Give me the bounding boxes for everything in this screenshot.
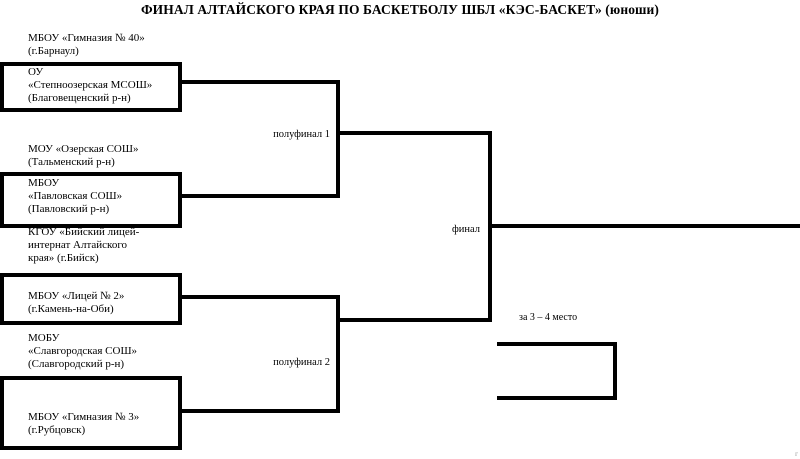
pair4-right-edge bbox=[178, 376, 182, 450]
pair2-bottom-line bbox=[0, 224, 182, 228]
round-label-semifinal-1: полуфинал 1 bbox=[273, 129, 330, 140]
page-title: ФИНАЛ АЛТАЙСКОГО КРАЯ ПО БАСКЕТБОЛУ ШБЛ … bbox=[140, 2, 660, 17]
third-place-bottom-line bbox=[497, 396, 617, 400]
pair1-left-edge bbox=[0, 62, 4, 112]
team-label-6: МБОУ «Лицей № 2» (г.Камень-на-Оби) bbox=[28, 290, 125, 316]
final-upper-feed bbox=[336, 131, 492, 135]
team-label-8: МБОУ «Гимназия № 3» (г.Рубцовск) bbox=[28, 411, 140, 437]
pair4-bottom-line bbox=[0, 446, 182, 450]
team-label-1: МБОУ «Гимназия № 40» (г.Барнаул) bbox=[28, 32, 145, 58]
round-label-third-place: за 3 – 4 место bbox=[519, 312, 578, 323]
semifinal1-join bbox=[336, 80, 340, 198]
final-lower-feed bbox=[336, 318, 492, 322]
semifinal1-lower-feed bbox=[178, 194, 340, 198]
pair4-top-line bbox=[0, 376, 182, 380]
team-label-7: МОБУ «Славгородская СОШ» (Славгородский … bbox=[28, 332, 138, 371]
third-place-top-line bbox=[497, 342, 617, 346]
pair4-left-edge bbox=[0, 376, 4, 450]
pair3-bottom-line bbox=[0, 321, 182, 325]
pair2-top-line bbox=[0, 172, 182, 176]
team-label-5: КГОУ «Бийский лицей- интернат Алтайского… bbox=[28, 226, 140, 265]
team-label-3: МОУ «Озерская СОШ» (Тальменский р-н) bbox=[28, 143, 139, 169]
corner-artifact: г bbox=[795, 450, 798, 458]
team-label-4: МБОУ «Павловская СОШ» (Павловский р-н) bbox=[28, 177, 123, 216]
round-label-final: финал bbox=[451, 224, 480, 235]
pair2-right-edge bbox=[178, 172, 182, 228]
semifinal2-upper-feed bbox=[178, 295, 340, 299]
pair3-top-line bbox=[0, 273, 182, 277]
pair1-top-line bbox=[0, 62, 182, 66]
semifinal1-upper-feed bbox=[178, 80, 340, 84]
pair1-bottom-line bbox=[0, 108, 182, 112]
pair2-left-edge bbox=[0, 172, 4, 228]
champion-output-line bbox=[488, 224, 800, 228]
semifinal2-lower-feed bbox=[178, 409, 340, 413]
semifinal2-join bbox=[336, 295, 340, 413]
team-label-2: ОУ «Степноозерская МСОШ» (Благовещенский… bbox=[28, 66, 153, 105]
pair3-right-edge bbox=[178, 273, 182, 325]
pair1-right-edge bbox=[178, 62, 182, 112]
round-label-semifinal-2: полуфинал 2 bbox=[273, 357, 330, 368]
pair3-left-edge bbox=[0, 273, 4, 325]
third-place-right-edge bbox=[613, 342, 617, 400]
